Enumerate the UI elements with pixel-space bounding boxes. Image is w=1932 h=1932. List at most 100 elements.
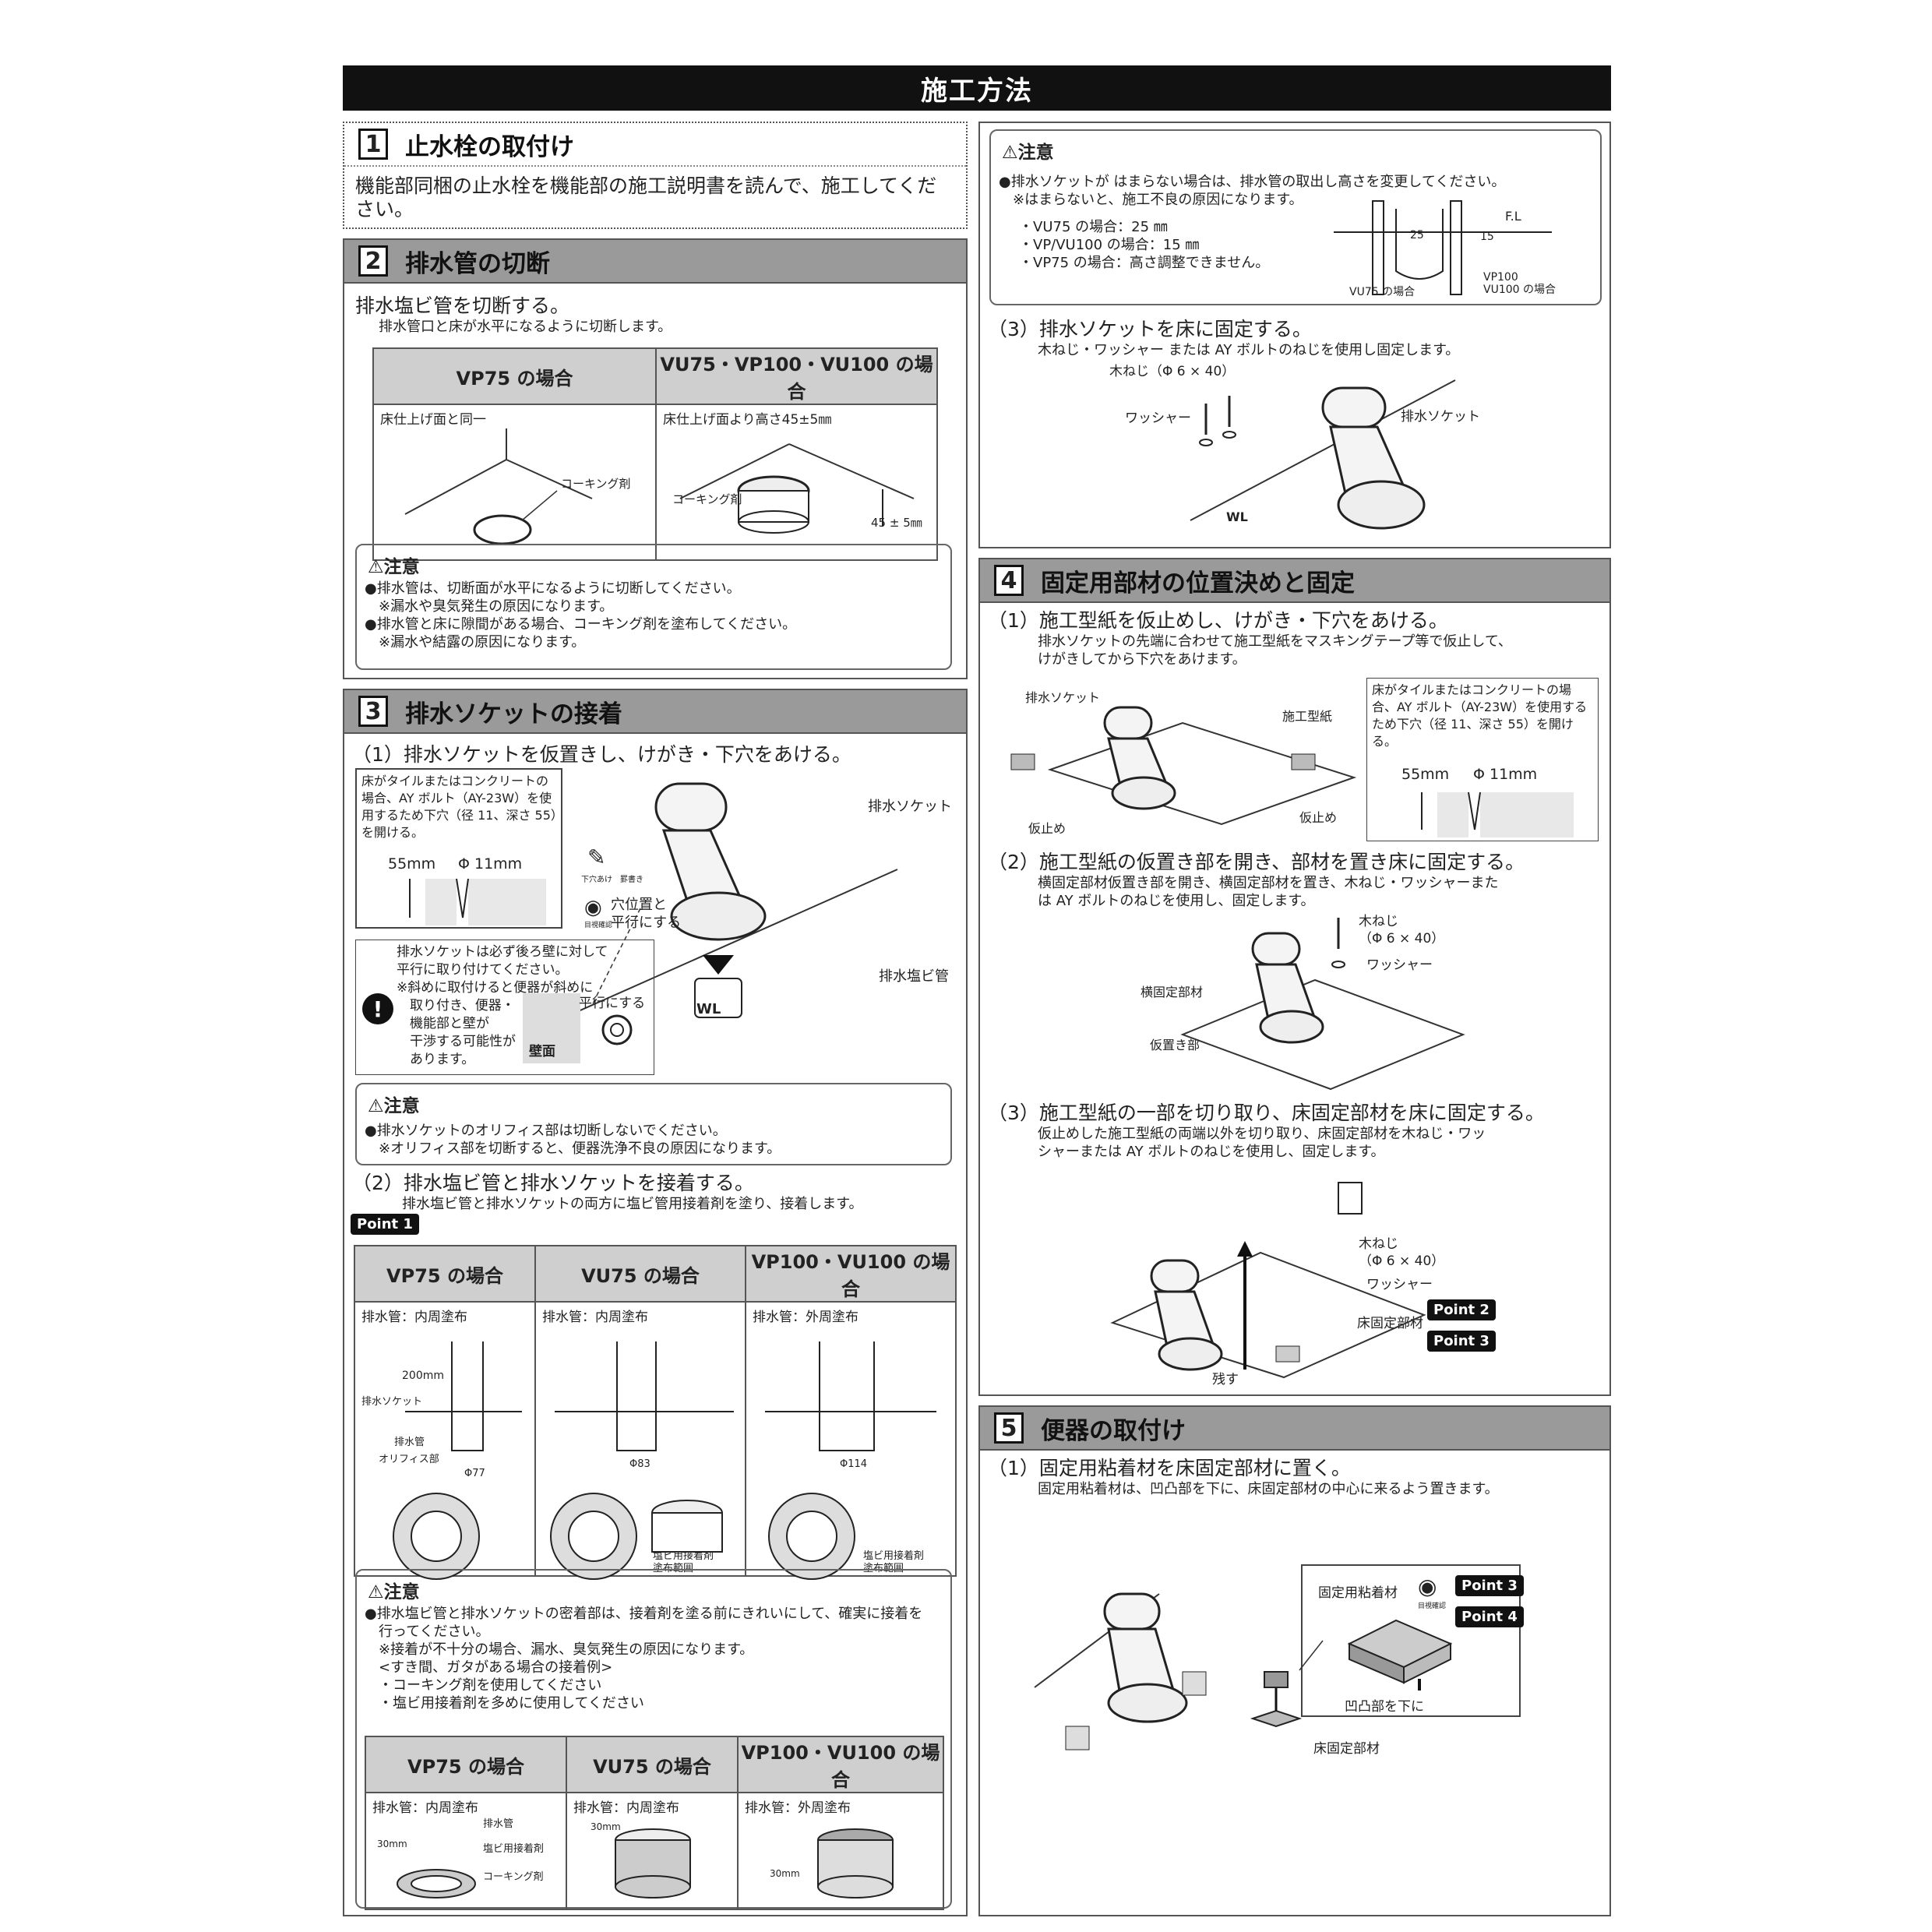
section-title: 便器の取付け <box>1041 1416 1186 1445</box>
table-cell: 床仕上げ面と同一 コーキング剤 <box>372 404 657 561</box>
pipe-label: 排水管 <box>394 1437 425 1448</box>
cell-note: 床仕上げ面と同一 <box>380 412 486 428</box>
floor-part-label: 床固定部材 <box>1357 1316 1423 1331</box>
section-title: 排水管の切断 <box>405 249 550 278</box>
vp100-section-illustration <box>765 1341 936 1580</box>
table-header: VP75 の場合 <box>354 1245 536 1303</box>
tile-note-box: 床がタイルまたはコンクリートの場合、AY ボルト（AY-23W）を使用するため下… <box>355 768 562 929</box>
tile-note-box: 床がタイルまたはコンクリートの場合、AY ボルト（AY-23W）を使用するため下… <box>1366 678 1599 841</box>
point-1-badge: Point 1 <box>351 1214 419 1235</box>
table-cell: 排水管：外周塗布 30mm <box>737 1792 944 1910</box>
point-3-badge: Point 3 <box>1427 1331 1496 1352</box>
step-sub: 排水管口と床が水平になるように切断します。 <box>379 319 672 335</box>
vp75-section-illustration <box>393 1341 522 1580</box>
table-header: VU75 の場合 <box>534 1245 746 1303</box>
section-title: 排水ソケットの接着 <box>405 700 622 728</box>
height-list: ・VU75 の場合：25 ㎜ ・VP/VU100 の場合：15 ㎜ ・VP75 … <box>1019 219 1270 271</box>
caution-text: ●排水ソケットのオリフィス部は切断しないでください。 ※オリフィス部を切断すると… <box>365 1123 781 1157</box>
caution-box: ⚠注意 ●排水管は、切断面が水平になるように切断してください。 ※漏水や臭気発生… <box>355 544 952 670</box>
caulk-label: コーキング剤 <box>561 477 631 491</box>
warning-icon: ⚠ <box>1002 143 1018 163</box>
caution-text: ●排水塩ビ管と排水ソケットの密着部は、接着剤を塗る前にきれいにして、確実に接着を… <box>365 1606 923 1712</box>
diameter-label: Φ83 <box>629 1458 650 1470</box>
visual-check-label: 目視確認 <box>584 922 613 929</box>
section-4: 4 固定用部材の位置決めと固定 （1）施工型紙を仮止めし、けがき・下穴をあける。… <box>978 558 1611 1396</box>
socket-label: 排水ソケット <box>1401 409 1480 425</box>
height-dimension: 45 ± 5㎜ <box>871 516 922 530</box>
dim-30: 30mm <box>591 1821 621 1832</box>
caution-title: ⚠注意 <box>368 1582 420 1602</box>
section-number: 3 <box>358 696 388 727</box>
section-number: 1 <box>358 129 388 160</box>
step-1-sub: 排水ソケットの先端に合わせて施工型紙をマスキングテープ等で仮止して、 けがきして… <box>1038 633 1512 668</box>
dim-30: 30mm <box>377 1839 407 1849</box>
step-3: （3）施工型紙の一部を切り取り、床固定部材を床に固定する。 <box>988 1102 1545 1124</box>
diameter-dimension: Φ 11mm <box>458 855 523 873</box>
warning-icon: ⚠ <box>368 1096 384 1116</box>
caution-title: ⚠注意 <box>368 557 420 577</box>
section-1-header: 1 止水栓の取付け <box>344 123 966 167</box>
socket-topview-icon <box>601 1014 633 1045</box>
right-top-panel: ⚠注意 ●排水ソケットが はまらない場合は、排水管の取出し高さを変更してください… <box>978 122 1611 548</box>
vu75-gap-illustration <box>615 1828 691 1899</box>
step-2-sub: 排水塩ビ管と排水ソケットの両方に塩ビ管用接着剤を塗り、接着します。 <box>402 1196 863 1212</box>
fl-label: F.L <box>1505 209 1521 224</box>
dim-15: 15 <box>1480 231 1494 243</box>
table-cell: 排水管：内周塗布 Φ83 塩ビ用接着剤 塗布範囲 <box>534 1301 746 1580</box>
section-number: 4 <box>994 565 1024 596</box>
socket-label: 排水ソケット <box>868 799 952 815</box>
section-number: 2 <box>358 245 388 277</box>
step-3-sub: 仮止めした施工型紙の両端以外を切り取り、床固定部材を木ねじ・ワッ シャーまたは … <box>1038 1126 1486 1160</box>
socket-with-floor-parts-illustration <box>1034 1592 1207 1750</box>
adhesive-placement-illustration <box>1250 1640 1324 1728</box>
vu75-section-illustration <box>550 1341 734 1580</box>
step-3-sub: 木ねじ・ワッシャー または AY ボルトのねじを使用し固定します。 <box>1038 342 1460 358</box>
floor-fixing-illustration <box>1110 1182 1426 1379</box>
eye-icon: ◉ <box>1418 1574 1437 1599</box>
caution-text: ●排水管は、切断面が水平になるように切断してください。 ※漏水や臭気発生の原因に… <box>365 580 797 650</box>
caution-box: ⚠注意 ●排水ソケットが はまらない場合は、排水管の取出し高さを変更してください… <box>989 129 1602 305</box>
eye-icon: ◉ <box>584 896 602 919</box>
face-down-label: 凹凸部を下に <box>1345 1699 1424 1715</box>
washer-label: ワッシャー <box>1125 411 1191 426</box>
point-4-badge: Point 4 <box>1455 1606 1524 1627</box>
pipe-label: 排水管 <box>483 1818 514 1830</box>
socket-fixing-illustration <box>1190 379 1456 530</box>
section-5: 5 便器の取付け （1）固定用粘着材を床固定部材に置く。 固定用粘着材は、凹凸部… <box>978 1405 1611 1916</box>
socket-height-illustration <box>1334 200 1552 295</box>
exclamation-icon: ! <box>362 993 393 1024</box>
caution-title: ⚠注意 <box>1002 143 1054 163</box>
step-1: （1）施工型紙を仮止めし、けがき・下穴をあける。 <box>988 609 1448 632</box>
tools-label: 下穴あけ 罫書き <box>581 876 643 884</box>
cell-note: 床仕上げ面より高さ45±5㎜ <box>663 412 832 428</box>
step-2-sub: 横固定部材仮置き部を開き、横固定部材を置き、木ねじ・ワッシャーまた は AY ボ… <box>1038 875 1499 909</box>
pilot-hole-illustration <box>409 878 546 925</box>
parallel-label: 平行にする <box>579 996 646 1011</box>
vu75-label: VU75 の場合 <box>1349 286 1416 298</box>
glue-label: 塩ビ用接着剤 <box>483 1843 545 1855</box>
tile-note: 床がタイルまたはコンクリートの場合、AY ボルト（AY-23W）を使用するため下… <box>1372 682 1588 749</box>
side-part-label: 横固定部材 <box>1141 985 1204 999</box>
vp100-label: VP100 VU100 の場合 <box>1483 271 1556 296</box>
table-header: VP100・VU100 の場合 <box>737 1736 944 1793</box>
cut-raised-illustration <box>679 443 915 534</box>
point-2-badge: Point 2 <box>1427 1299 1496 1320</box>
step-1: （1）排水ソケットを仮置きし、けがき・下穴をあける。 <box>352 743 851 766</box>
tape-label: 仮止め <box>1028 821 1066 836</box>
caution-box: ⚠注意 ●排水塩ビ管と排水ソケットの密着部は、接着剤を塗る前にきれいにして、確実… <box>355 1569 952 1910</box>
wall-label: 壁面 <box>529 1044 555 1059</box>
glue-range-label: 塩ビ用接着剤 塗布範囲 <box>863 1550 925 1574</box>
template-illustration <box>1010 706 1357 826</box>
caulk-label: コーキング剤 <box>483 1871 544 1883</box>
dim-200: 200mm <box>402 1370 444 1382</box>
socket-label: 排水ソケット <box>361 1396 423 1408</box>
table-cell: 排水管：内周塗布 排水管 30mm 塩ビ用接着剤 コーキング剤 <box>365 1792 567 1910</box>
section-4-header: 4 固定用部材の位置決めと固定 <box>980 559 1609 603</box>
tools-icon: ✎ <box>587 844 606 870</box>
vp100-gap-illustration <box>817 1828 894 1899</box>
table-cell: 排水管：内周塗布 200mm 排水ソケット 排水管 オリフィス部 Φ77 <box>354 1301 536 1580</box>
table-cell: 排水管：外周塗布 Φ114 塩ビ用接着剤 塗布範囲 <box>745 1301 957 1580</box>
point-3-badge: Point 3 <box>1455 1575 1524 1596</box>
diameter-label: Φ114 <box>840 1458 868 1470</box>
